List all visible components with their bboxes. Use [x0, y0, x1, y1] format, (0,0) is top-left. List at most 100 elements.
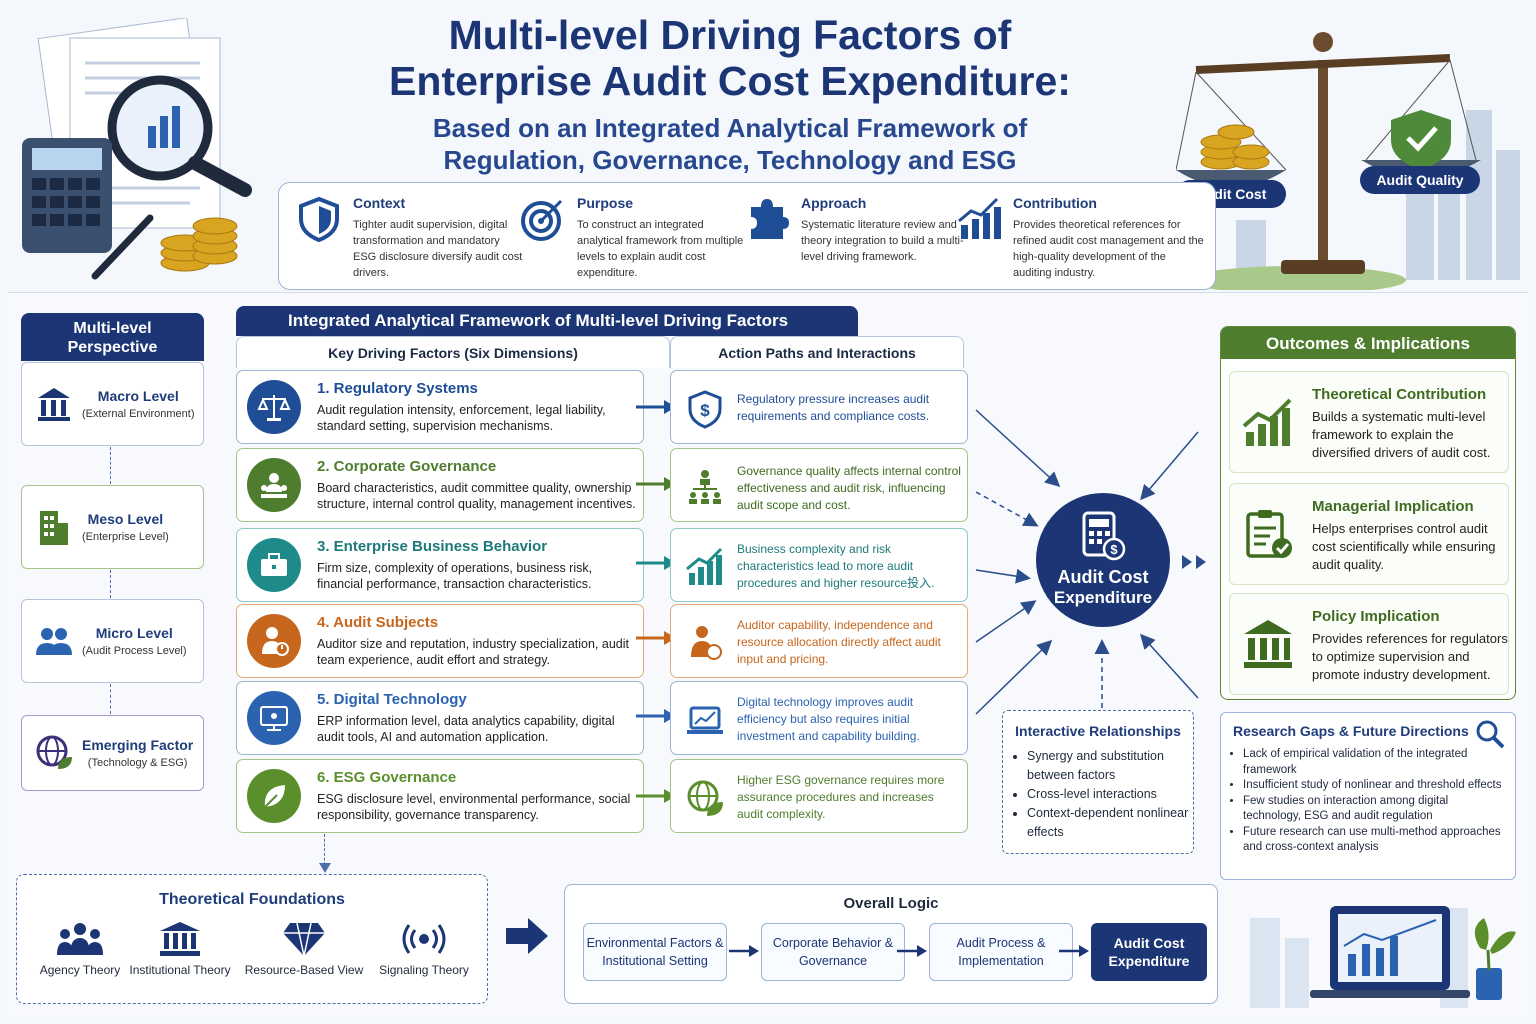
arrow-right-icon: [729, 945, 759, 957]
outcomes-header: Outcomes & Implications: [1221, 327, 1515, 359]
theory-label: Institutional Theory: [129, 963, 231, 977]
shield-icon: [299, 196, 339, 243]
center-line-1: Audit Cost: [1057, 567, 1149, 587]
subtitle-line-2: Regulation, Governance, Technology and E…: [443, 145, 1017, 175]
interactive-relationships: Interactive Relationships Synergy and su…: [1002, 710, 1194, 854]
title-line-1: Multi-level Driving Factors of: [448, 12, 1012, 58]
theoretical-foundations: Theoretical Foundations Agency Theory In…: [16, 874, 488, 1004]
action-text: Governance quality affects internal cont…: [737, 464, 961, 512]
level-micro: Micro Level(Audit Process Level): [21, 599, 204, 683]
logic-step-final: Audit Cost Expenditure: [1091, 923, 1207, 981]
laptop-illustration: [1250, 906, 1516, 1008]
action-text: Digital technology improves audit effici…: [737, 695, 920, 743]
context-text: Tighter audit supervision, digital trans…: [353, 219, 523, 279]
level-name: Emerging Factor: [82, 737, 194, 753]
outcomes-panel: Outcomes & Implications Theoretical Cont…: [1220, 326, 1516, 700]
signal-icon: [402, 924, 446, 954]
outcome-title: Managerial Implication: [1312, 498, 1474, 515]
factor-title: 2. Corporate Governance: [317, 458, 497, 475]
action-governance: Governance quality affects internal cont…: [670, 448, 968, 522]
level-sub: (Enterprise Level): [82, 531, 169, 543]
outcome-text: Provides references for regulators to op…: [1312, 631, 1508, 682]
factor-text: Firm size, complexity of operations, bus…: [317, 561, 593, 591]
action-digital: Digital technology improves audit effici…: [670, 681, 968, 755]
research-gaps-panel: Research Gaps & Future Directions Lack o…: [1220, 712, 1516, 880]
factor-text: Auditor size and reputation, industry sp…: [317, 637, 629, 667]
list-item: Context-dependent nonlinear effects: [1027, 804, 1193, 842]
approach-title: Approach: [801, 195, 867, 211]
factor-title: 6. ESG Governance: [317, 769, 457, 786]
actions-header: Action Paths and Interactions: [670, 336, 964, 368]
factor-text: Audit regulation intensity, enforcement,…: [317, 403, 606, 433]
target-icon: [521, 199, 563, 241]
list-item: Lack of empirical validation of the inte…: [1243, 747, 1505, 778]
theory-resource-based: Resource-Based View: [239, 921, 369, 977]
arrow-right-icon: [506, 918, 548, 954]
leaf-icon: [247, 769, 301, 823]
list-item: Future research can use multi-method app…: [1243, 825, 1505, 856]
approach-text: Systematic literature review and theory …: [801, 219, 964, 263]
purpose-item: Purpose To construct an integrated analyt…: [519, 195, 747, 281]
factor-digital: 5. Digital Technology ERP information le…: [236, 681, 644, 755]
level-macro: Macro Level(External Environment): [21, 362, 204, 446]
monitor-icon: [247, 691, 301, 745]
audit-quality-label: Audit Quality: [1360, 166, 1480, 194]
factor-business: 3. Enterprise Business Behavior Firm siz…: [236, 528, 644, 602]
theory-label: Resource-Based View: [244, 963, 364, 977]
org-chart-icon: [689, 470, 721, 504]
factor-text: ESG disclosure level, environmental perf…: [317, 792, 631, 822]
list-item: Insufficient study of nonlinear and thre…: [1243, 778, 1505, 794]
factor-esg: 6. ESG Governance ESG disclosure level, …: [236, 759, 644, 833]
purpose-text: To construct an integrated analytical fr…: [577, 219, 744, 279]
level-sub: (External Environment): [82, 408, 195, 420]
factor-text: ERP information level, data analytics ca…: [317, 714, 615, 744]
purpose-title: Purpose: [577, 195, 634, 211]
level-name: Meso Level: [87, 511, 164, 527]
factor-title: 5. Digital Technology: [317, 691, 467, 708]
laptop-chart-icon: [687, 706, 723, 734]
people-group-icon: [57, 923, 103, 955]
logic-step: Environmental Factors & Institutional Se…: [583, 923, 727, 981]
factor-title: 3. Enterprise Business Behavior: [317, 538, 548, 555]
level-connector: [110, 447, 111, 484]
globe-leaf-icon: [687, 780, 723, 816]
factor-title: 1. Regulatory Systems: [317, 380, 478, 397]
outcome-managerial: Managerial Implication Helps enterprises…: [1229, 483, 1509, 585]
auditor-coin-icon: [691, 626, 722, 660]
factor-audit-subjects: 4. Audit Subjects Auditor size and reput…: [236, 604, 644, 678]
foundations-header: Theoretical Foundations: [159, 891, 345, 908]
contribution-text: Provides theoretical references for refi…: [1013, 219, 1204, 279]
level-connector: [110, 570, 111, 598]
level-name: Micro Level: [95, 625, 173, 641]
list-item: Few studies on interaction among digital…: [1243, 794, 1505, 825]
logic-header: Overall Logic: [843, 895, 939, 912]
logic-step: Audit Process & Implementation: [929, 923, 1073, 981]
foundation-connector: [324, 834, 325, 870]
growth-chart-icon: [958, 197, 1001, 239]
action-audit-subjects: Auditor capability, independence and res…: [670, 604, 968, 678]
auditor-icon: [247, 614, 301, 668]
theory-agency: Agency Theory: [25, 921, 135, 977]
flow-arrows: [975, 409, 1199, 715]
institution-icon: [160, 922, 200, 956]
briefcase-icon: [247, 538, 301, 592]
factor-regulatory: 1. Regulatory Systems Audit regulation i…: [236, 370, 644, 444]
arrow-right-icon: [897, 945, 927, 957]
institution-icon: [1244, 620, 1292, 668]
outcome-theoretical: Theoretical Contribution Builds a system…: [1229, 371, 1509, 473]
people-icon: [36, 628, 72, 655]
rising-bars-icon: [686, 547, 723, 585]
theory-label: Agency Theory: [39, 963, 121, 977]
perspective-header: Multi-level Perspective: [21, 313, 204, 361]
outcome-title: Policy Implication: [1312, 608, 1440, 625]
building-icon: [40, 511, 68, 545]
theory-signaling: Signaling Theory: [369, 921, 479, 977]
puzzle-icon: [751, 199, 789, 239]
list-item: Cross-level interactions: [1027, 785, 1193, 804]
action-text: Auditor capability, independence and res…: [737, 618, 941, 666]
double-chevron-icon: [1182, 555, 1206, 569]
svg-text:$: $: [1110, 542, 1118, 557]
